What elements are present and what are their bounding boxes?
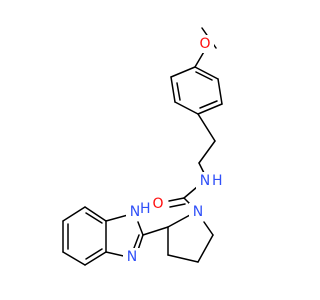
bond-ring-3 [174,101,199,115]
bond-c2-n-1 [137,234,144,251]
bond-c2-nh [137,221,144,236]
bond-carbonyl-o-1 [168,197,185,202]
imidazole-nh-nitrogen-label: N [130,204,140,220]
molecule-drawing: O N H O N N H N [62,27,223,266]
bond-ring-double-2 [199,100,218,109]
bond-ring-6 [194,66,219,80]
bond-pyrrolidine-2 [197,234,214,263]
bond-ring-double-1 [176,82,181,101]
bond-carbonyl-o-2 [169,203,186,208]
bond-ring-double-3 [195,71,213,81]
structure-canvas: O N H O N N H N [62,27,223,266]
bond-pyrrolidine-5 [167,214,191,228]
bond-ring-ch2 [197,113,216,142]
bond-benz-double-3 [85,248,103,260]
carbonyl-oxygen-label: O [152,196,163,212]
bond-benz-5 [84,251,107,266]
imidazole-nitrogen-label: N [127,249,137,265]
bond-ring-4 [197,103,223,115]
bond-c2-n-2 [133,234,140,249]
bonds [62,27,223,266]
bond-benz-double-1 [85,212,103,224]
bond-ring-1 [170,66,196,78]
bond-benz-2 [62,206,86,222]
bond-pyrrolidine-1 [203,221,214,236]
imidazole-nh-hydrogen-label: H [140,201,151,217]
bond-ring-5 [217,78,223,105]
bond-n-carbonyl [183,186,198,199]
amide-hydrogen-label: H [212,173,223,189]
bond-pyrrolidine-3 [167,254,199,263]
bond-benz-4 [62,251,86,266]
bond-ch2-ch2 [198,140,216,164]
bond-nh-c7a [105,214,129,222]
methoxy-oxygen-label: O [199,36,210,52]
bond-ch-c2 [142,226,169,236]
bond-ring-2 [170,76,176,103]
bond-benz-1 [84,206,107,222]
amide-nitrogen-label: N [200,173,210,189]
pyrrolidine-nitrogen-label: N [193,204,203,220]
atom-labels: O N H O N N H N [123,35,223,266]
